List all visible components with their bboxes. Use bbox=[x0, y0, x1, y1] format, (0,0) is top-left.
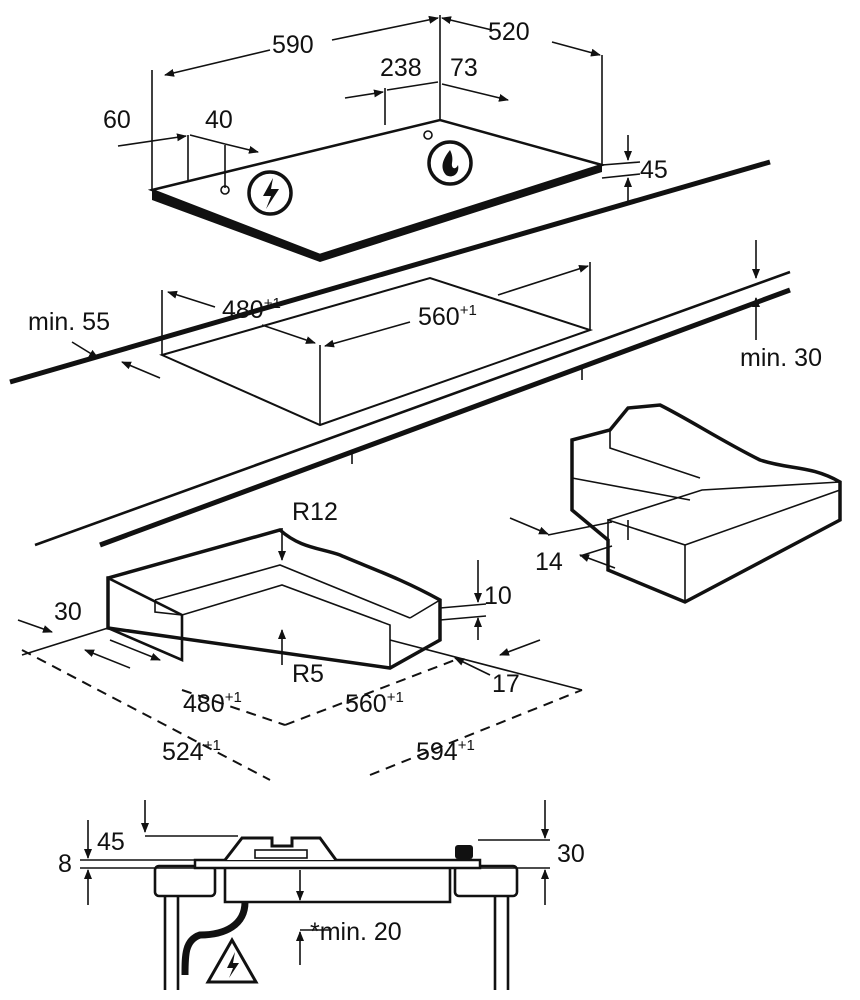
label-knob-offset-a: 238 bbox=[380, 54, 422, 82]
label-frame-outer-width: 594+1 bbox=[416, 737, 475, 766]
electric-warning-icon bbox=[205, 936, 259, 984]
label-radius-top: R12 bbox=[292, 498, 338, 526]
hob-front-edge bbox=[152, 190, 320, 262]
seal-frame bbox=[17, 528, 583, 781]
label-frame-border: 30 bbox=[54, 598, 82, 626]
label-knob-offset-b: 73 bbox=[450, 54, 478, 82]
label-section-min: *min. 20 bbox=[310, 918, 402, 946]
label-left-offset: 60 bbox=[103, 106, 131, 134]
label-cutout-depth: 480+1 bbox=[222, 295, 281, 324]
electric-icon bbox=[247, 170, 293, 216]
label-section-hob: 45 bbox=[97, 828, 125, 856]
label-radius-inner: R5 bbox=[292, 660, 324, 688]
label-hob-height: 45 bbox=[640, 156, 668, 184]
hob-top-view bbox=[117, 15, 641, 262]
knob-dot bbox=[423, 130, 433, 140]
hob-right-edge bbox=[320, 165, 602, 262]
label-width-total: 590 bbox=[272, 31, 314, 59]
section-view bbox=[80, 800, 550, 990]
label-depth-total: 520 bbox=[488, 18, 530, 46]
frame-side-outer bbox=[570, 403, 842, 604]
label-min-side: min. 55 bbox=[28, 308, 110, 336]
label-frame-side: 14 bbox=[535, 548, 563, 576]
label-frame-inner-width: 560+1 bbox=[345, 689, 404, 718]
label-cutout-width: 560+1 bbox=[418, 302, 477, 331]
label-section-right: 30 bbox=[557, 840, 585, 868]
label-frame-outer-depth: 524+1 bbox=[162, 737, 221, 766]
worktop bbox=[9, 159, 791, 548]
label-min-back: min. 30 bbox=[740, 344, 822, 372]
label-frame-step: 10 bbox=[484, 582, 512, 610]
label-section-base: 8 bbox=[58, 850, 72, 878]
seal-frame-side bbox=[509, 403, 842, 604]
label-frame-inner-depth: 480+1 bbox=[183, 689, 242, 718]
gas-flame-icon bbox=[427, 140, 473, 186]
label-frame-edge: 17 bbox=[492, 670, 520, 698]
label-left-knob: 40 bbox=[205, 106, 233, 134]
